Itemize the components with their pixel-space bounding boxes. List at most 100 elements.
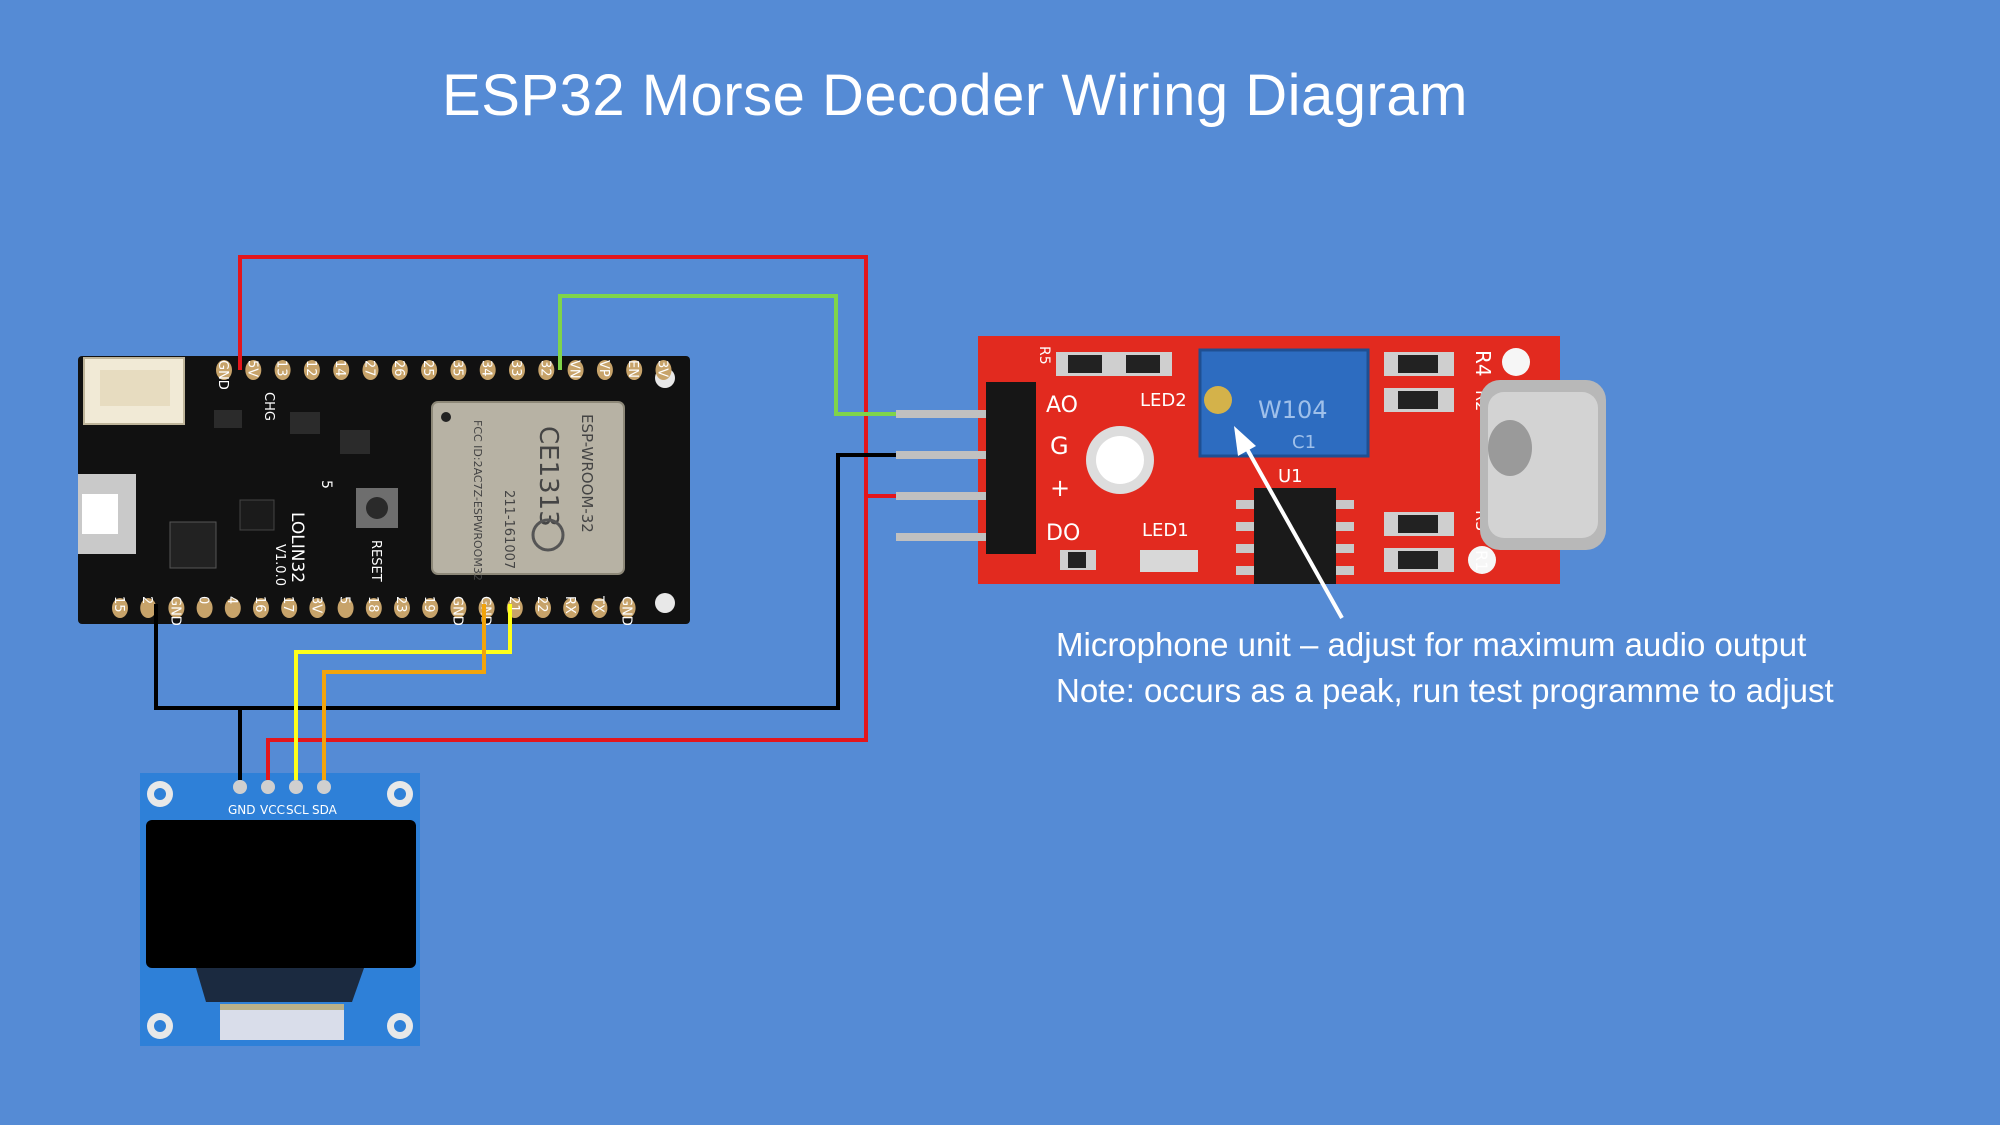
esp32-bottom-pin-pad (196, 598, 213, 618)
oled-pin-scl: SCL (286, 803, 309, 817)
esp32-top-pin-pad (274, 360, 291, 380)
esp32-bottom-pin-pad (365, 598, 382, 618)
wire-5v (238, 255, 868, 780)
esp32-bottom-pin-pad (309, 598, 326, 618)
esp32-bottom-pin-label: 15 (111, 596, 126, 613)
esp32-top-pin-label: 12 (303, 360, 318, 377)
esp32-bottom-pin-label: 3V (308, 596, 323, 613)
reset-label: RESET (368, 540, 383, 582)
esp32-top-pin-pad (245, 360, 262, 380)
mount-hole (655, 593, 675, 613)
esp32-top-pin-pad (333, 360, 350, 380)
esp32-bottom-pin-pad (112, 598, 128, 618)
esp32-top-pin-label: 33 (508, 360, 523, 377)
wires (154, 255, 896, 780)
page-title: ESP32 Morse Decoder Wiring Diagram (442, 63, 1468, 128)
mic-pin-g: G (1050, 432, 1069, 460)
esp32-top-pin-label: 34 (479, 360, 494, 377)
esp32-bottom-pin-pad (563, 598, 580, 618)
esp32-bottom-pin-pad (224, 598, 241, 618)
r4-label: R4 (1471, 350, 1495, 377)
oled-pin-vcc: VCC (260, 803, 285, 817)
oled-display: GND VCC SCL SDA (140, 773, 420, 1046)
esp32-top-pin-label: 32 (537, 360, 552, 377)
regulator-chip (239, 499, 275, 531)
esp32-bottom-pin-pad (422, 598, 439, 618)
esp32-bottom-pin-pad (168, 598, 185, 618)
esp32-top-pin-pad (509, 360, 525, 380)
usb-chip (169, 521, 217, 569)
esp32-top-pin-label: 5V (244, 360, 259, 377)
esp32-bottom-pin-pad (619, 598, 636, 618)
module-name: ESP-WROOM-32 (578, 414, 596, 533)
esp32-bottom-pin-pad (253, 598, 269, 618)
r5-label: R5 (1036, 346, 1052, 365)
led1-label: LED1 (1142, 520, 1189, 541)
esp32-top-pin-pad (596, 360, 613, 380)
esp32-top-pin-label: GND (215, 360, 230, 390)
mount-hole (1468, 546, 1496, 574)
annotation-arrow (1234, 426, 1344, 619)
esp32-bottom-pin-label: 19 (421, 596, 436, 613)
board-name: LOLIN32 (287, 512, 307, 583)
esp32-top-pin-label: 13 (274, 360, 289, 377)
esp32-bottom-pin-pad (394, 598, 410, 618)
chg-label: CHG (261, 392, 276, 421)
esp32-top-pin-pad (450, 360, 467, 380)
wire-scl (294, 604, 512, 780)
esp32-bottom-pin-pad (591, 598, 608, 618)
esp32-top-pin-label: EN (625, 360, 640, 378)
esp32-top-pin-pad (303, 360, 320, 380)
esp32-top-pin-pad (362, 360, 379, 380)
microphone-module: AO G + DO LED2 LED1 R4 R2 R3 (896, 336, 1606, 584)
wire-ao (558, 294, 896, 416)
esp32-top-pin-pad (479, 360, 496, 380)
wire-gnd (154, 453, 896, 710)
esp32-bottom-pin-label: GND (167, 596, 182, 626)
esp32-bottom-pin-label: 4 (224, 596, 239, 604)
annotation-line-1: Microphone unit – adjust for maximum aud… (1056, 626, 1807, 663)
annotation-line-2: Note: occurs as a peak, run test program… (1056, 672, 1834, 709)
esp32-bottom-pin-pad (281, 598, 298, 618)
esp32-top-pin-label: VP (596, 360, 611, 377)
esp32-bottom-pin-label: 22 (534, 596, 549, 613)
esp32-bottom-pin-pad (450, 598, 467, 618)
pin-5-label: 5 (318, 480, 334, 489)
wire-sda (322, 604, 486, 780)
esp32-top-pin-pad (567, 360, 584, 380)
esp32-top-pin-pad (421, 360, 438, 380)
ce-mark: CE1313 (533, 426, 563, 527)
microphone-annotation: Microphone unit – adjust for maximum aud… (1056, 622, 1834, 714)
esp32-top-pin-label: 3V (655, 360, 670, 377)
esp32-bottom-pin-pad (140, 598, 157, 618)
esp32-bottom-pin-label: RX (562, 596, 577, 614)
mic-pin-plus: + (1050, 474, 1070, 502)
esp32-bottom-pin-label: 16 (252, 596, 267, 613)
pin-header (986, 382, 1036, 554)
board-version: V1.0.0 (272, 544, 287, 586)
esp32-bottom-pin-label: GND (449, 596, 464, 626)
esp32-top-pin-label: 35 (449, 360, 464, 377)
esp32-top-pin-pad (391, 360, 408, 380)
esp32-top-pin-label: VN (567, 360, 582, 379)
u1-label: U1 (1278, 466, 1303, 487)
oled-pin-gnd: GND (228, 803, 256, 817)
esp32-top-pin-label: 25 (420, 360, 435, 377)
module-id: 211-161007 (501, 490, 516, 569)
esp32-bottom-pin-pad (337, 598, 354, 618)
esp32-bottom-pin-label: 23 (393, 596, 408, 613)
mic-pin-ao: AO (1046, 393, 1078, 418)
mount-hole (1502, 348, 1530, 376)
esp32-bottom-pin-label: 2 (139, 596, 154, 604)
esp32-top-pin-label: 14 (332, 360, 347, 377)
c1-label: C1 (1292, 432, 1316, 453)
mic-pin-do: DO (1046, 521, 1080, 546)
esp-wroom-module (431, 401, 625, 575)
esp32-top-pin-label: 26 (391, 360, 406, 377)
wifi-logo (531, 518, 565, 552)
led2-label: LED2 (1140, 390, 1187, 411)
esp32-top-pin-pad (216, 360, 232, 380)
